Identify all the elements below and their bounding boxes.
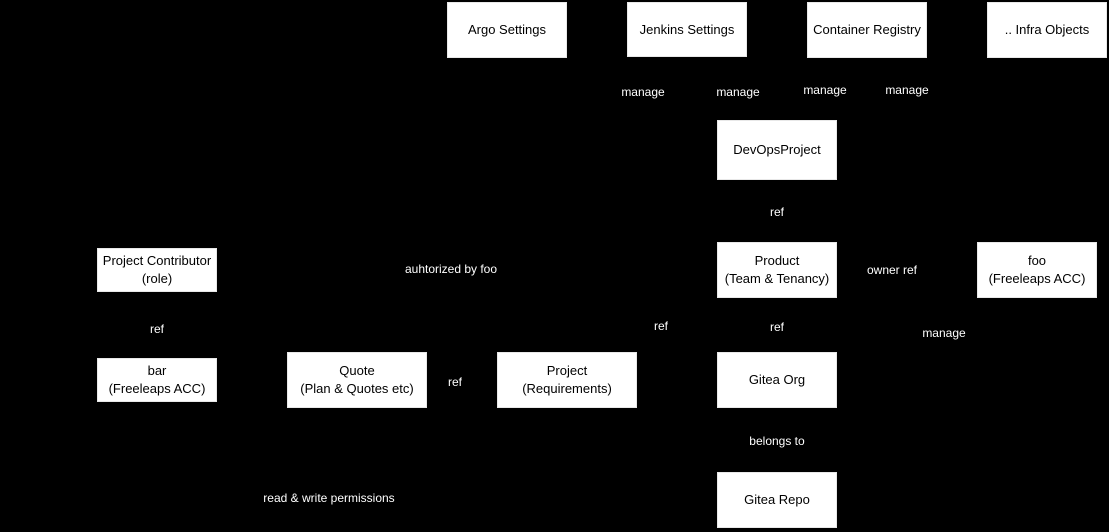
node-project: Project (Requirements) bbox=[497, 352, 637, 408]
node-sublabel: (Requirements) bbox=[522, 381, 612, 396]
edge-label-belongs-to: belongs to bbox=[747, 433, 807, 449]
node-project-contributor: Project Contributor (role) bbox=[97, 248, 217, 292]
node-quote: Quote (Plan & Quotes etc) bbox=[287, 352, 427, 408]
node-foo-account: foo (Freeleaps ACC) bbox=[977, 242, 1097, 298]
edge-label-ref-product-giteaorg: ref bbox=[767, 319, 787, 335]
node-label: foo bbox=[1027, 253, 1047, 269]
node-label: DevOpsProject bbox=[733, 142, 821, 158]
node-label: Gitea Repo bbox=[744, 492, 810, 508]
node-sublabel: (Freeleaps ACC) bbox=[108, 381, 206, 396]
node-gitea-repo: Gitea Repo bbox=[717, 472, 837, 528]
node-container-registry: Container Registry bbox=[807, 2, 927, 58]
node-infra-objects: .. Infra Objects bbox=[987, 2, 1107, 58]
node-sublabel: (Plan & Quotes etc) bbox=[300, 381, 414, 396]
node-label: Project Contributor bbox=[102, 253, 212, 269]
node-argo-settings: Argo Settings bbox=[447, 2, 567, 58]
edge-label-manage-infra: manage bbox=[883, 82, 931, 98]
node-label: Container Registry bbox=[813, 22, 921, 38]
node-label: bar bbox=[147, 363, 167, 379]
edge-label-owner-ref: owner ref bbox=[864, 262, 920, 278]
edge-label-manage-argo: manage bbox=[619, 84, 667, 100]
node-label: Gitea Org bbox=[748, 372, 806, 388]
node-bar-account: bar (Freeleaps ACC) bbox=[97, 358, 217, 402]
node-jenkins-settings: Jenkins Settings bbox=[627, 2, 747, 57]
edge-label-manage-jenkins: manage bbox=[714, 84, 762, 100]
edge-label-ref-project-product: ref bbox=[651, 318, 671, 334]
node-label: .. Infra Objects bbox=[1004, 22, 1090, 38]
node-sublabel: (Team & Tenancy) bbox=[724, 271, 830, 286]
edge-label-read-write-permissions: read & write permissions bbox=[261, 490, 397, 506]
node-label: Jenkins Settings bbox=[639, 21, 735, 37]
edge-label-ref-devops-product: ref bbox=[767, 204, 787, 220]
edge-label-authorized-by-foo: auhtorized by foo bbox=[402, 261, 500, 277]
node-label: Argo Settings bbox=[467, 22, 547, 38]
edge-label-ref-contributor-bar: ref bbox=[147, 321, 167, 337]
node-label: Project bbox=[546, 363, 588, 379]
edge-label-manage-registry: manage bbox=[801, 82, 849, 98]
node-sublabel: (role) bbox=[141, 271, 173, 286]
node-label: Product bbox=[754, 253, 800, 269]
edge-label-ref-quote-project: ref bbox=[445, 374, 465, 390]
node-product: Product (Team & Tenancy) bbox=[717, 242, 837, 298]
node-gitea-org: Gitea Org bbox=[717, 352, 837, 408]
edge-label-manage-foo-giteaorg: manage bbox=[920, 325, 968, 341]
node-sublabel: (Freeleaps ACC) bbox=[988, 271, 1086, 286]
node-label: Quote bbox=[339, 363, 375, 379]
node-devops-project: DevOpsProject bbox=[717, 120, 837, 180]
